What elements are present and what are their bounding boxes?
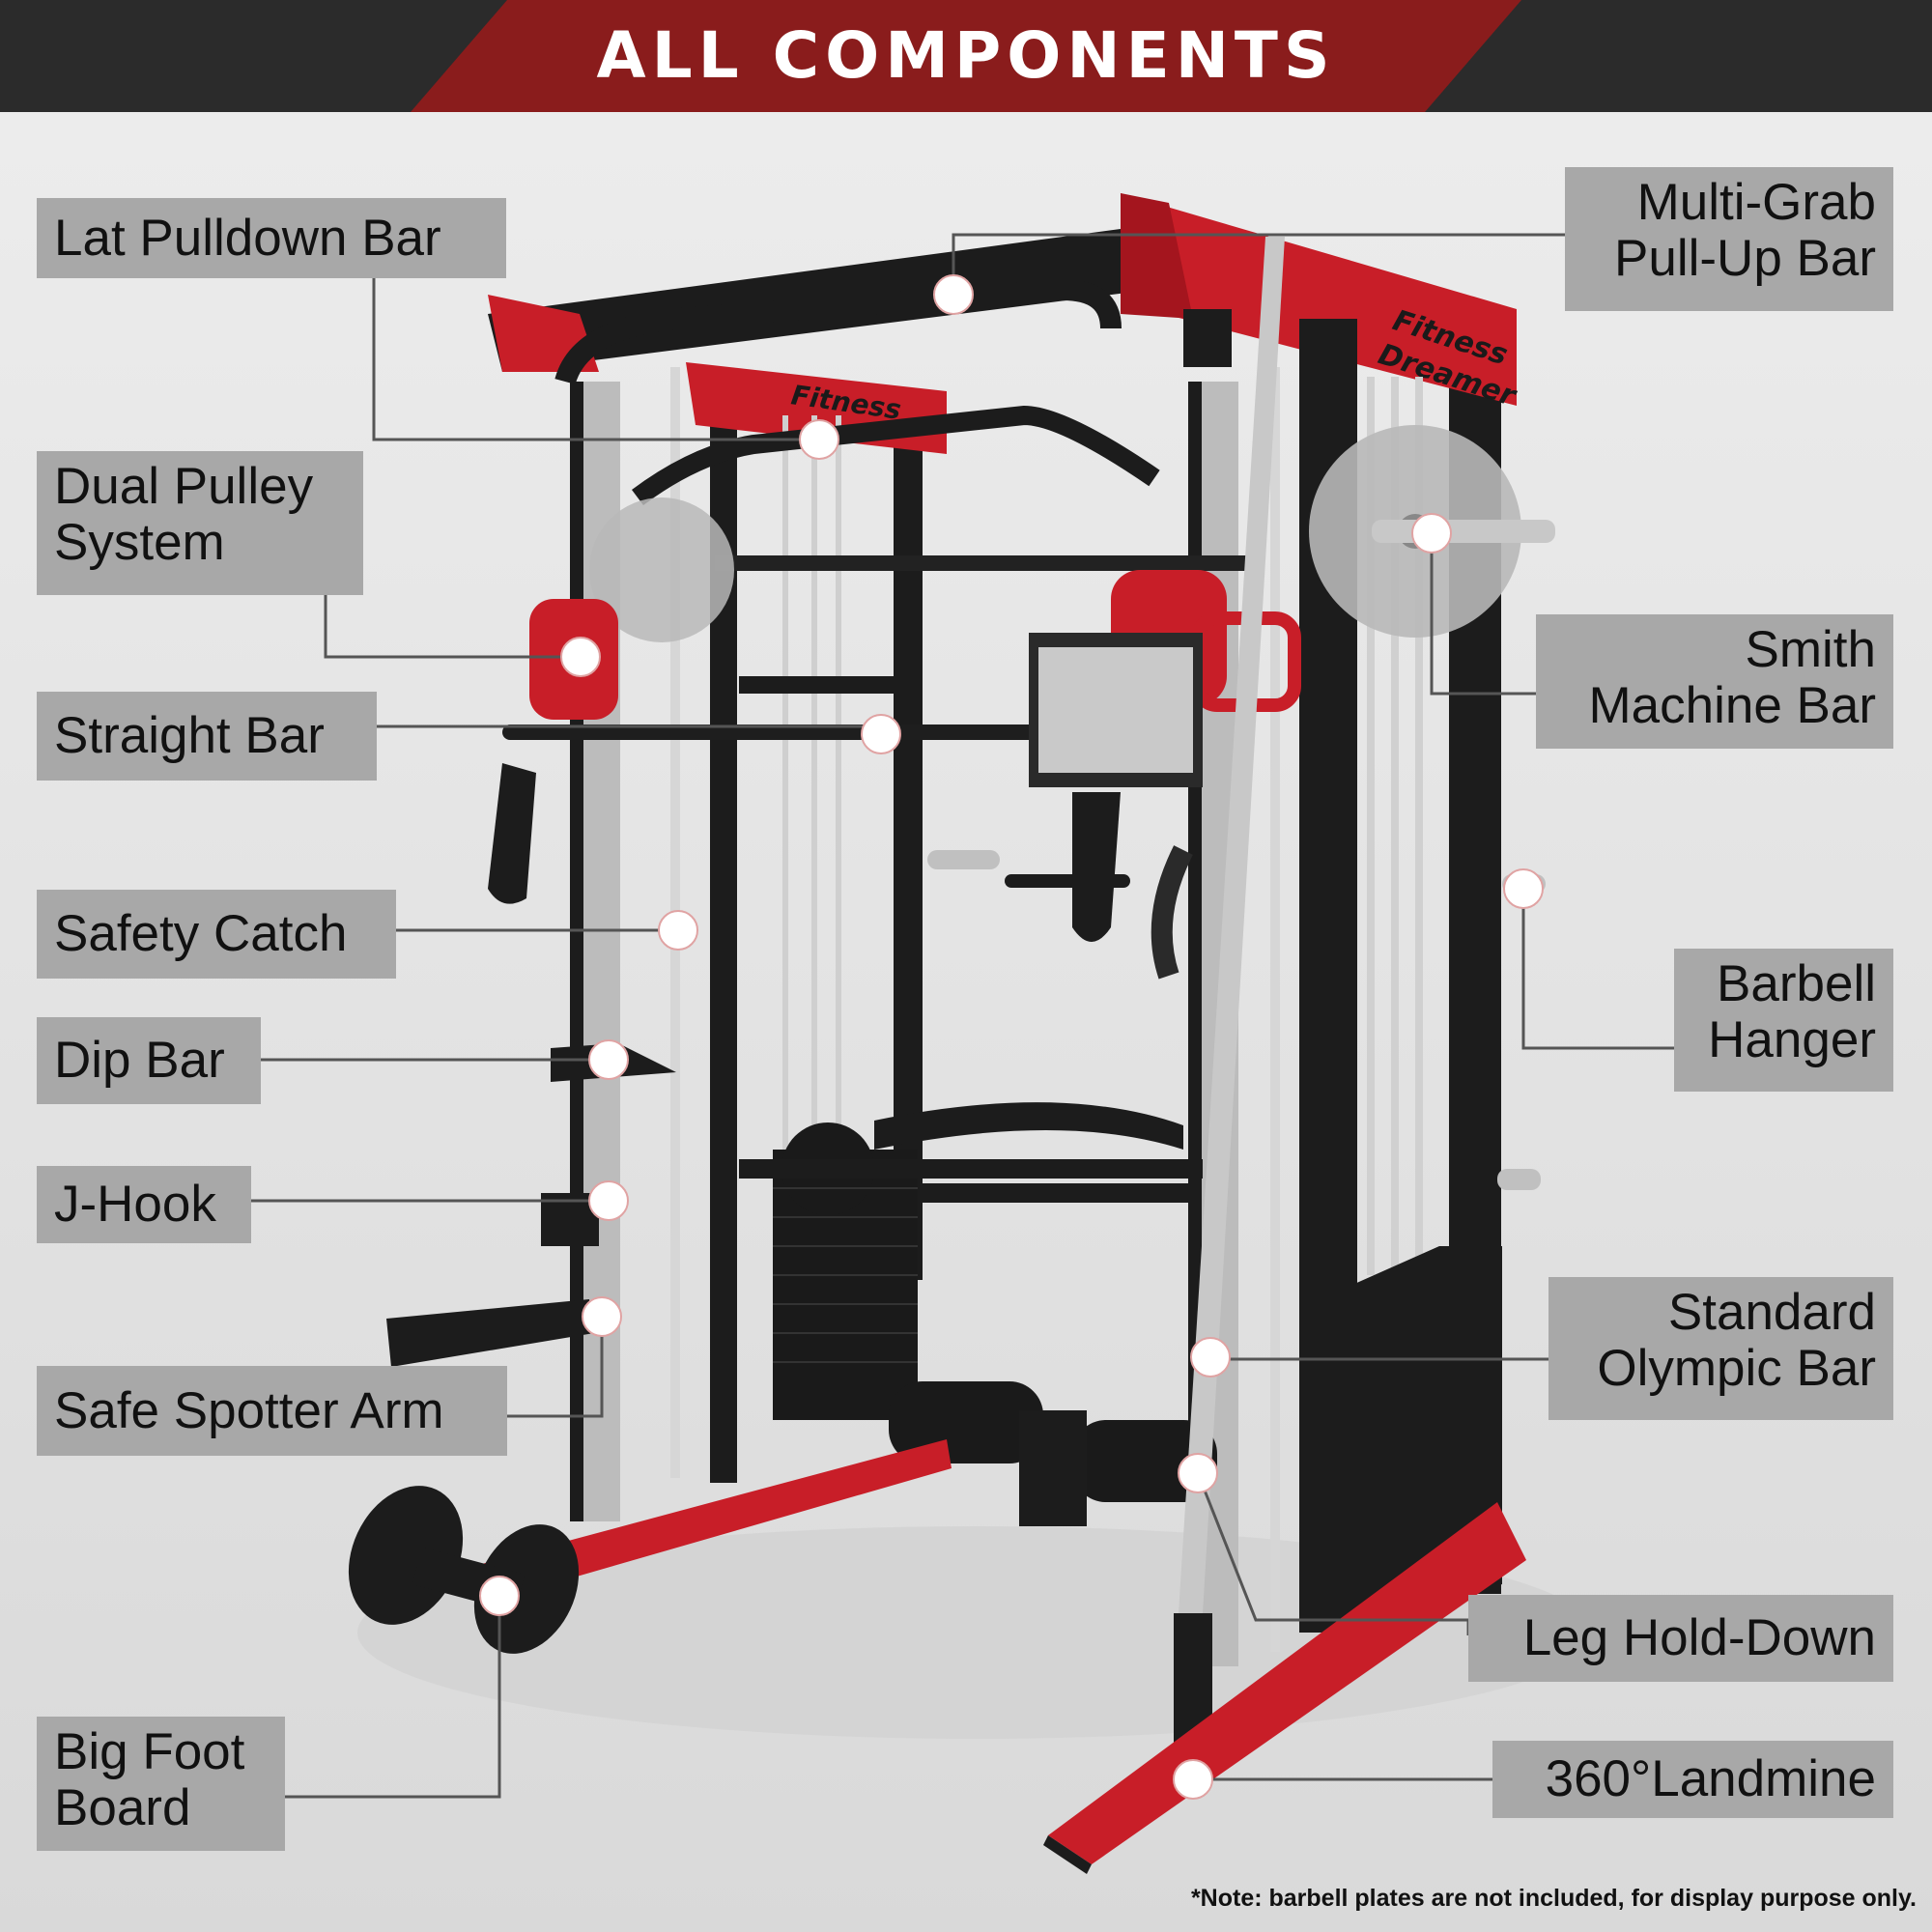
label-straight-bar: Straight Bar [37,692,377,781]
label-smith-machine-bar: Smith Machine Bar [1536,614,1893,749]
line-foot-board [285,1596,501,1799]
footnote: *Note: barbell plates are not included, … [1190,1885,1917,1912]
line-lat-pulldown [372,278,819,441]
label-safe-spotter-arm: Safe Spotter Arm [37,1366,507,1456]
label-big-foot-board: Big Foot Board [37,1717,285,1851]
label-standard-olympic-bar: Standard Olympic Bar [1548,1277,1893,1420]
line-dual-pulley [324,595,581,659]
dot-landmine [1173,1759,1213,1800]
line-barbell-hanger [1521,889,1674,1050]
page-title: ALL COMPONENTS [596,18,1336,93]
label-dip-bar: Dip Bar [37,1017,261,1104]
label-safety-catch: Safety Catch [37,890,396,979]
header-bar: ALL COMPONENTS [0,0,1932,112]
line-spotter [507,1317,604,1418]
line-smith-bar [1430,533,1536,696]
dot-foot-board [479,1576,520,1616]
dot-safety-catch [658,910,698,951]
dot-leg-hold-down [1178,1453,1218,1493]
header-banner [411,0,1521,112]
label-leg-hold-down: Leg Hold-Down [1468,1595,1893,1682]
dot-smith-bar [1411,513,1452,554]
label-dual-pulley-system: Dual Pulley System [37,451,363,595]
dot-j-hook [588,1180,629,1221]
dot-spotter [582,1296,622,1337]
dot-barbell-hanger [1503,868,1544,909]
dot-dual-pulley [560,637,601,677]
dot-multi-grab [933,274,974,315]
label-barbell-hanger: Barbell Hanger [1674,949,1893,1092]
label-multi-grab-pullup-bar: Multi-Grab Pull-Up Bar [1565,167,1893,311]
dot-olympic-bar [1190,1337,1231,1378]
dot-lat-pulldown [799,419,839,460]
label-lat-pulldown-bar: Lat Pulldown Bar [37,198,506,278]
dot-dip-bar [588,1039,629,1080]
label-j-hook: J-Hook [37,1166,251,1243]
label-360-landmine: 360°Landmine [1492,1741,1893,1818]
dot-straight-bar [861,714,901,754]
